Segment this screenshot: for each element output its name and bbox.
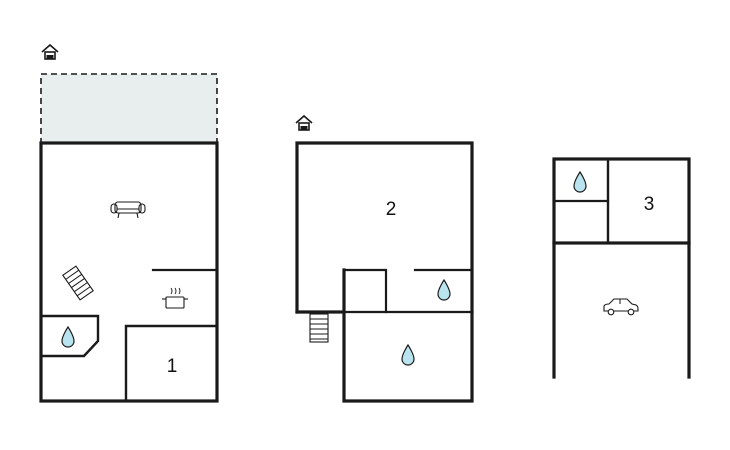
unit-1: 1 [39, 43, 219, 403]
stairs-icon [309, 313, 329, 343]
water-drop-icon [573, 170, 587, 193]
water-drop-icon [61, 325, 75, 348]
home-entrance-icon [41, 43, 59, 60]
unit-1-outer-wall [39, 141, 219, 403]
home-entrance-icon [295, 114, 313, 131]
car-icon [603, 298, 639, 316]
lower-room-wall [342, 268, 474, 403]
terrace-area [40, 73, 218, 144]
room-2-label: 2 [386, 199, 397, 220]
unit-2: 2 [295, 114, 474, 403]
stairs-icon [62, 265, 94, 301]
room-1-label: 1 [167, 356, 178, 377]
room-1-wall [124, 324, 219, 403]
water-drop-icon [401, 343, 415, 366]
unit-2-outer-wall [295, 141, 474, 314]
cooking-pot-icon [162, 287, 188, 309]
unit-3: 3 [552, 157, 691, 379]
sofa-icon [110, 201, 146, 219]
room-3-label: 3 [644, 194, 655, 215]
closet-wall [342, 268, 388, 314]
water-drop-icon [437, 278, 451, 301]
bathroom-1-wall [39, 314, 100, 358]
